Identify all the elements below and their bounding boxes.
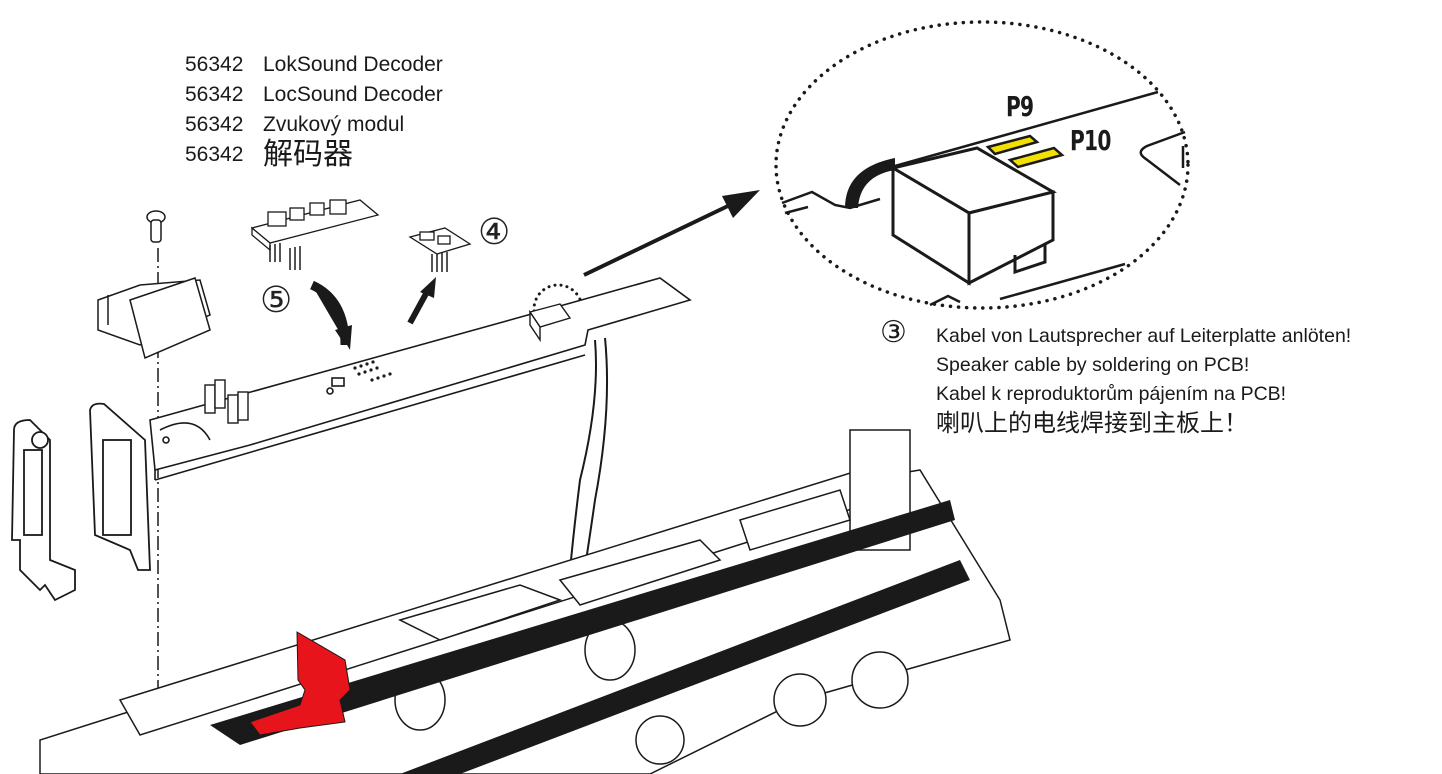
red-highlight-part [249, 631, 351, 736]
main-pcb [149, 277, 692, 481]
speaker-cable-bend [845, 158, 895, 208]
pcb-contacts [353, 360, 392, 382]
end-frame-left [11, 419, 76, 602]
deck-shadow [210, 500, 970, 774]
parts-list-item: 56342 LokSound Decoder [185, 50, 443, 80]
instruction-line-de: Kabel von Lautsprecher auf Leiterplatte … [936, 325, 1352, 347]
instruction-line-en: Speaker cable by soldering on PCB! [936, 354, 1250, 376]
detail-pointer-arrow [583, 190, 760, 277]
solder-pads [985, 134, 1065, 169]
screw [146, 210, 166, 243]
part-number: 56342 [185, 83, 244, 106]
part-name: 解码器 [263, 138, 353, 171]
instruction-line-zh: 喇叭上的电线焊接到主板上！ [936, 410, 1248, 437]
part-name: LocSound Decoder [263, 83, 443, 106]
parts-list-item: 56342 解码器 [185, 140, 443, 170]
sound-decoder-board [250, 199, 380, 270]
part-number: 56342 [185, 143, 244, 166]
insert-arrow-shaft [309, 280, 350, 346]
instruction-line-cs: Kabel k reproduktorům pájením na PCB! [936, 383, 1287, 405]
part-number: 56342 [185, 53, 244, 76]
bracket [97, 277, 211, 360]
step-5-marker: ⑤ [260, 279, 293, 320]
pad-label-p9: P9 [1006, 90, 1034, 123]
step-4-marker: ④ [478, 211, 511, 252]
pcb-connector [528, 303, 572, 343]
parts-list-item: 56342 Zvukový modul [185, 110, 443, 140]
part-name: Zvukový modul [263, 113, 405, 136]
pad-p9 [985, 134, 1040, 156]
detail-connector-block [889, 146, 1057, 286]
remove-arrow [407, 277, 436, 325]
detail-pcb [781, 90, 1186, 307]
end-frame-right [89, 402, 151, 571]
pcb-switches [204, 379, 249, 424]
step-3-marker: ③ [880, 316, 907, 349]
plug-board [408, 227, 472, 272]
detail-zoom-ellipse [774, 20, 1190, 310]
part-name: LokSound Decoder [263, 53, 443, 76]
pad-label-p10: P10 [1070, 124, 1111, 157]
parts-list-item: 56342 LocSound Decoder [185, 80, 443, 110]
part-number: 56342 [185, 113, 244, 136]
pad-p10 [1007, 146, 1065, 169]
